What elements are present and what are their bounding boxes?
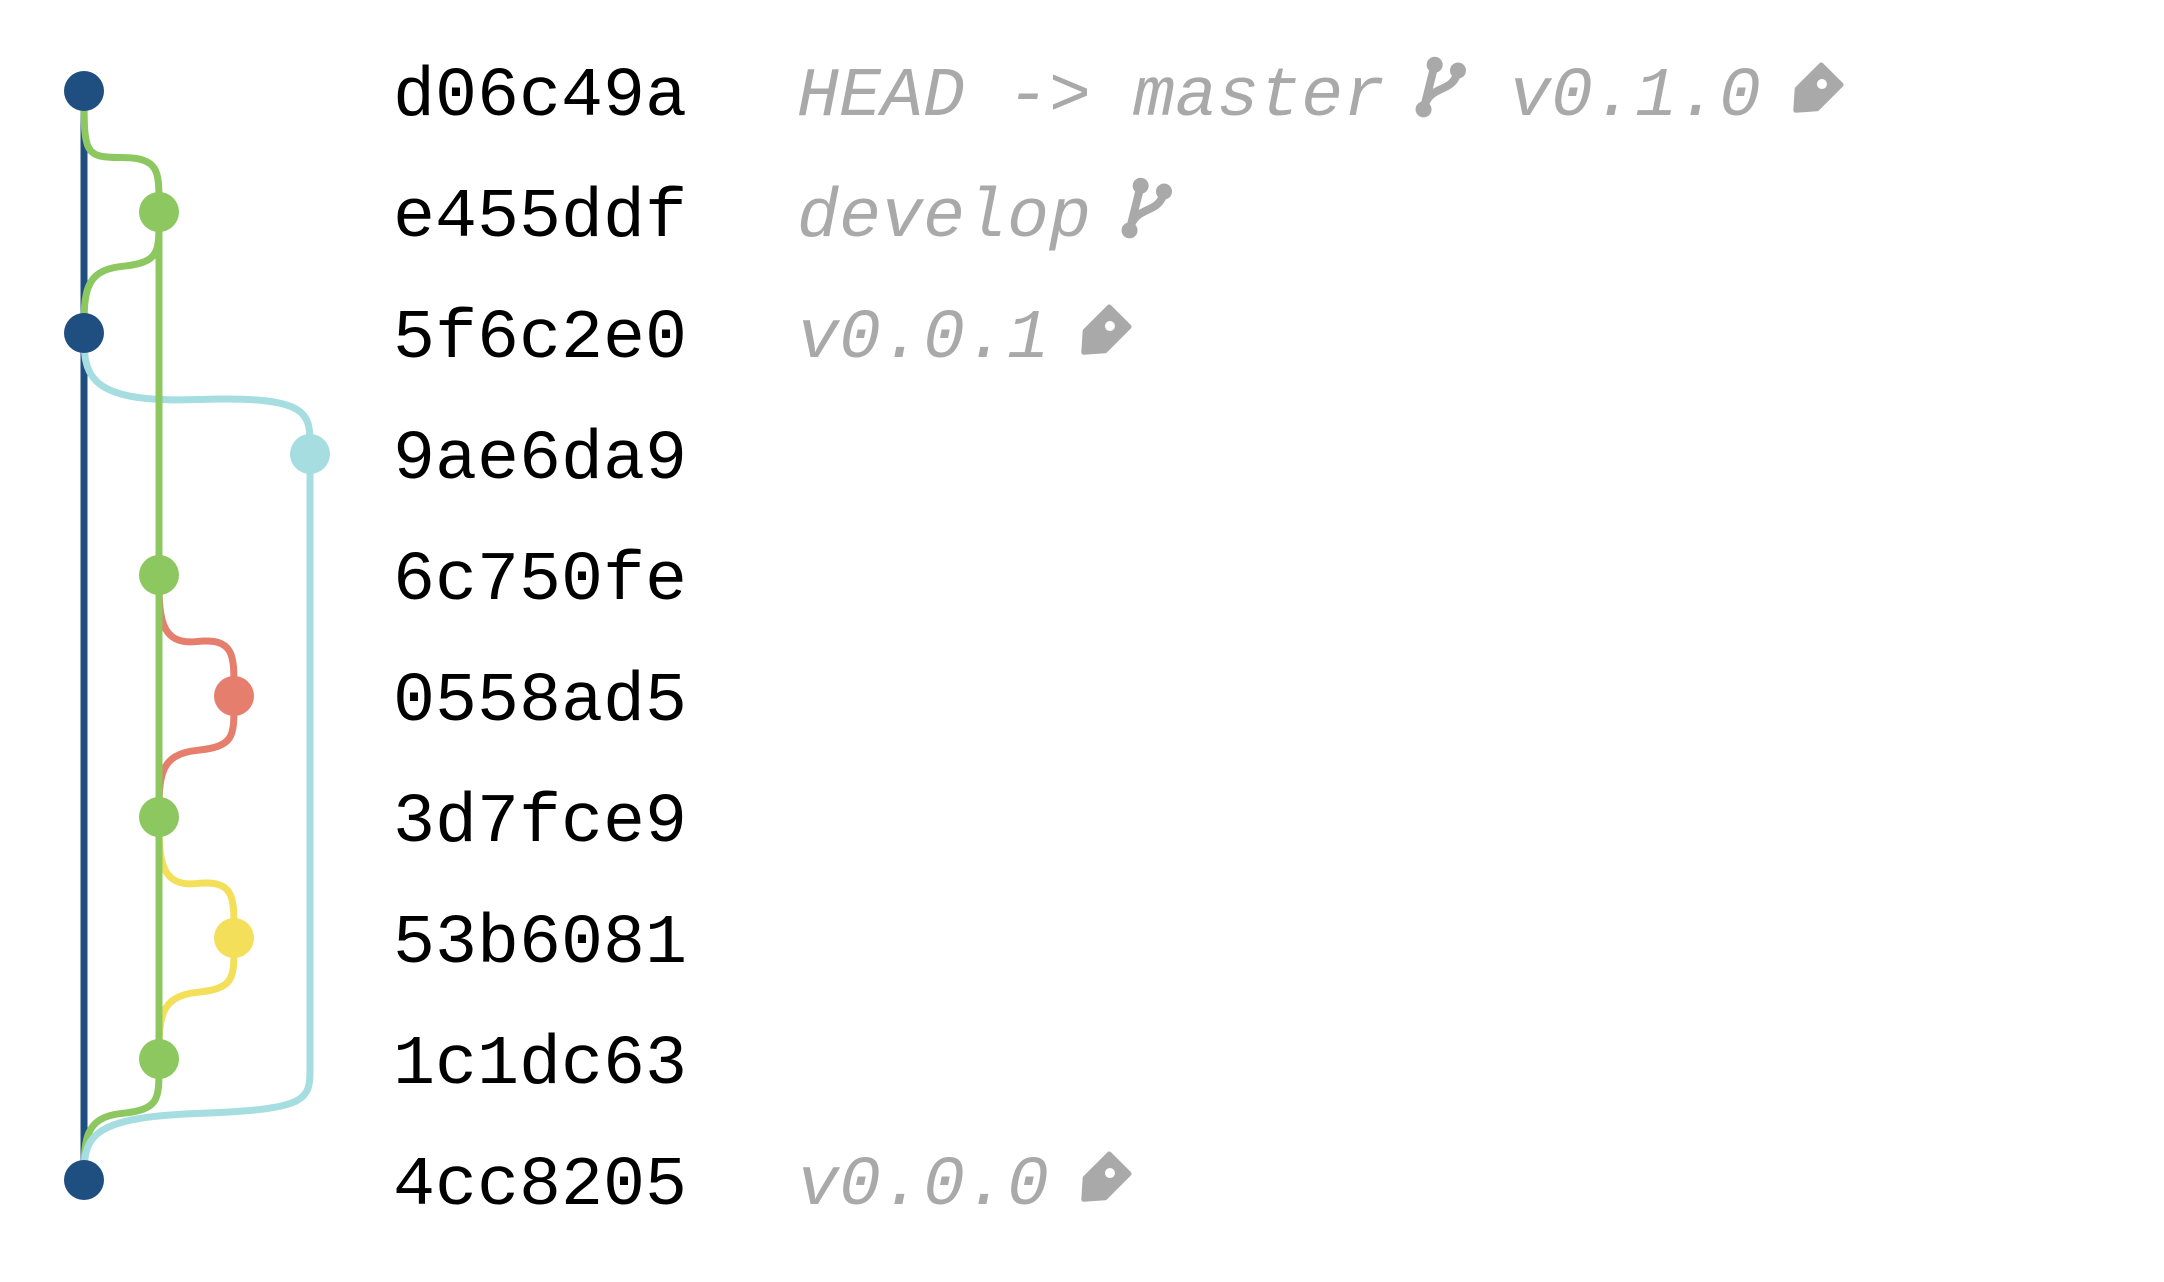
tag-label[interactable]: v0.0.1 [797,300,1049,379]
edge-feature_cyan [80,450,314,1184]
branch-label[interactable]: develop [797,179,1091,258]
commit-node[interactable] [64,71,104,111]
commit-hash[interactable]: 0558ad5 [393,663,687,742]
commit-hash[interactable]: 3d7fce9 [393,784,687,863]
commit-hash[interactable]: 1c1dc63 [393,1026,687,1105]
edge-feature_cyan [80,329,314,458]
tag-icon [1081,304,1132,355]
branch-icon [1415,56,1466,118]
tag-icon [1081,1151,1132,1202]
tag-label[interactable]: v0.0.0 [797,1147,1049,1226]
edge-develop [80,87,163,216]
commit-hash[interactable]: e455ddf [393,179,687,258]
edge-feature_red [155,571,238,700]
branch-lines [80,87,314,1184]
commit-hash[interactable]: 9ae6da9 [393,421,687,500]
commit-labels: d06c49a HEAD -> master v0.1.0 e455ddf develo… [393,56,1844,1226]
edge-feature_red [155,692,238,821]
commit-node[interactable] [139,555,179,595]
edge-feature_yellow [155,934,238,1063]
commit-hash[interactable]: 5f6c2e0 [393,300,687,379]
edge-develop [80,208,163,337]
commit-node[interactable] [139,1039,179,1079]
commit-node[interactable] [139,192,179,232]
branch-label[interactable]: HEAD -> master [797,58,1385,137]
commit-hash[interactable]: d06c49a [393,58,687,137]
tag-label[interactable]: v0.1.0 [1509,58,1761,137]
commit-nodes [64,71,330,1200]
commit-hash[interactable]: 4cc8205 [393,1147,687,1226]
commit-node[interactable] [214,676,254,716]
commit-node[interactable] [139,797,179,837]
commit-node[interactable] [64,313,104,353]
commit-node[interactable] [214,918,254,958]
edge-feature_yellow [155,813,238,942]
commit-hash[interactable]: 6c750fe [393,542,687,621]
branch-icon [1121,177,1172,239]
commit-node[interactable] [290,434,330,474]
commit-node[interactable] [64,1160,104,1200]
tag-icon [1793,62,1844,113]
commit-hash[interactable]: 53b6081 [393,905,687,984]
